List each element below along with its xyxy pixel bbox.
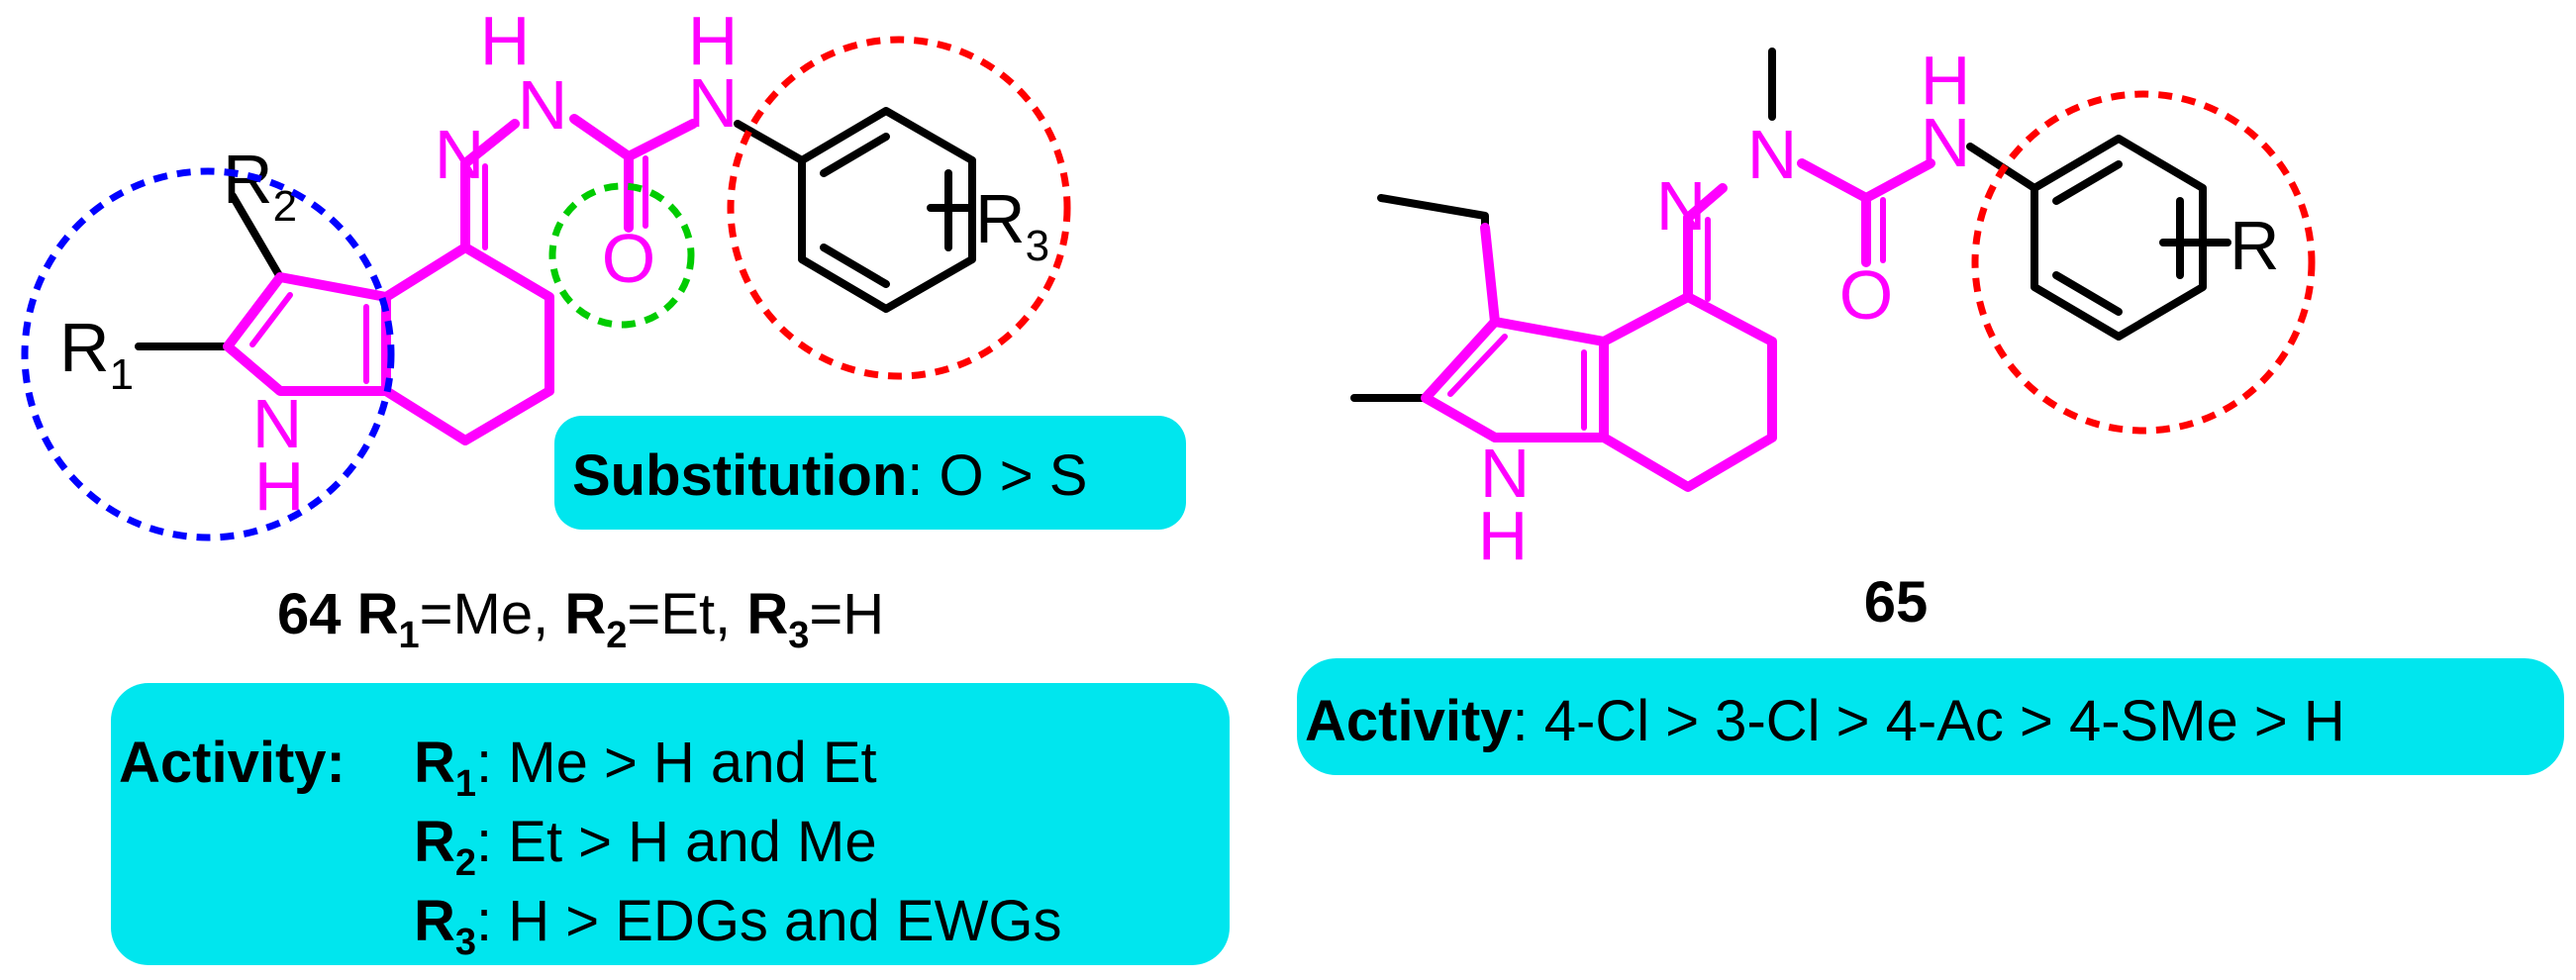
- compound-64-structure: [135, 107, 976, 445]
- activity-box-64: [111, 683, 1230, 965]
- substitution-box: [554, 416, 1186, 530]
- atom-H-65b: H: [1478, 497, 1529, 574]
- compound-65-structure: [1350, 48, 2231, 492]
- substituent-R3: R3: [975, 180, 1049, 270]
- substituent-R1: R1: [59, 309, 134, 399]
- atom-N-64b: N: [435, 116, 485, 193]
- activity-box-65: [1297, 658, 2564, 775]
- substituent-R2: R2: [223, 141, 297, 231]
- atom-N-64c: N: [688, 64, 739, 142]
- phenyl-region-circle-64: [727, 36, 1071, 380]
- activity-64-row-R3: R3: H > EDGs and EWGs: [414, 889, 1061, 963]
- compound-64-atom-labels: H N N H N O N H R2 R1 R3: [59, 2, 1049, 525]
- atom-H-64a: H: [480, 2, 531, 79]
- substitution-text: Substitution: O > S: [572, 443, 1087, 508]
- atom-N-65c: N: [1921, 104, 1971, 181]
- phenyl-region-circle-65: [1971, 90, 2316, 435]
- atom-N-65d: N: [1480, 435, 1531, 512]
- atom-N-65a: N: [1656, 167, 1707, 245]
- activity-note-64: Activity: R1: Me > H and Et R2: Et > H a…: [111, 683, 1230, 965]
- atom-N-65b: N: [1747, 116, 1798, 193]
- atom-N-64d: N: [252, 385, 303, 462]
- atom-H-65a: H: [1921, 42, 1971, 119]
- activity-note-65: Activity: 4-Cl > 3-Cl > 4-Ac > 4-SMe > H: [1297, 658, 2564, 775]
- atom-N-64a: N: [518, 66, 568, 144]
- substituent-R: R: [2229, 207, 2280, 284]
- activity-64-row-R1: R1: Me > H and Et: [414, 731, 877, 805]
- compound-65-atom-labels: N N H N O N H R: [1478, 42, 2280, 574]
- compound-65-number: 65: [1864, 570, 1929, 635]
- substitution-note: Substitution: O > S: [554, 416, 1186, 530]
- activity-64-row-R2: R2: Et > H and Me: [414, 810, 877, 884]
- atom-O-65: O: [1839, 256, 1893, 334]
- atom-O-64: O: [602, 220, 655, 297]
- compound-64-caption: 64 R1=Me, R2=Et, R3=H: [277, 582, 884, 656]
- activity-65-text: Activity: 4-Cl > 3-Cl > 4-Ac > 4-SMe > H: [1305, 689, 2345, 753]
- atom-H-64b: H: [688, 2, 739, 79]
- indole-region-circle: [21, 167, 395, 541]
- activity-64-key: Activity:: [119, 731, 346, 795]
- carbonyl-region-circle: [548, 182, 695, 329]
